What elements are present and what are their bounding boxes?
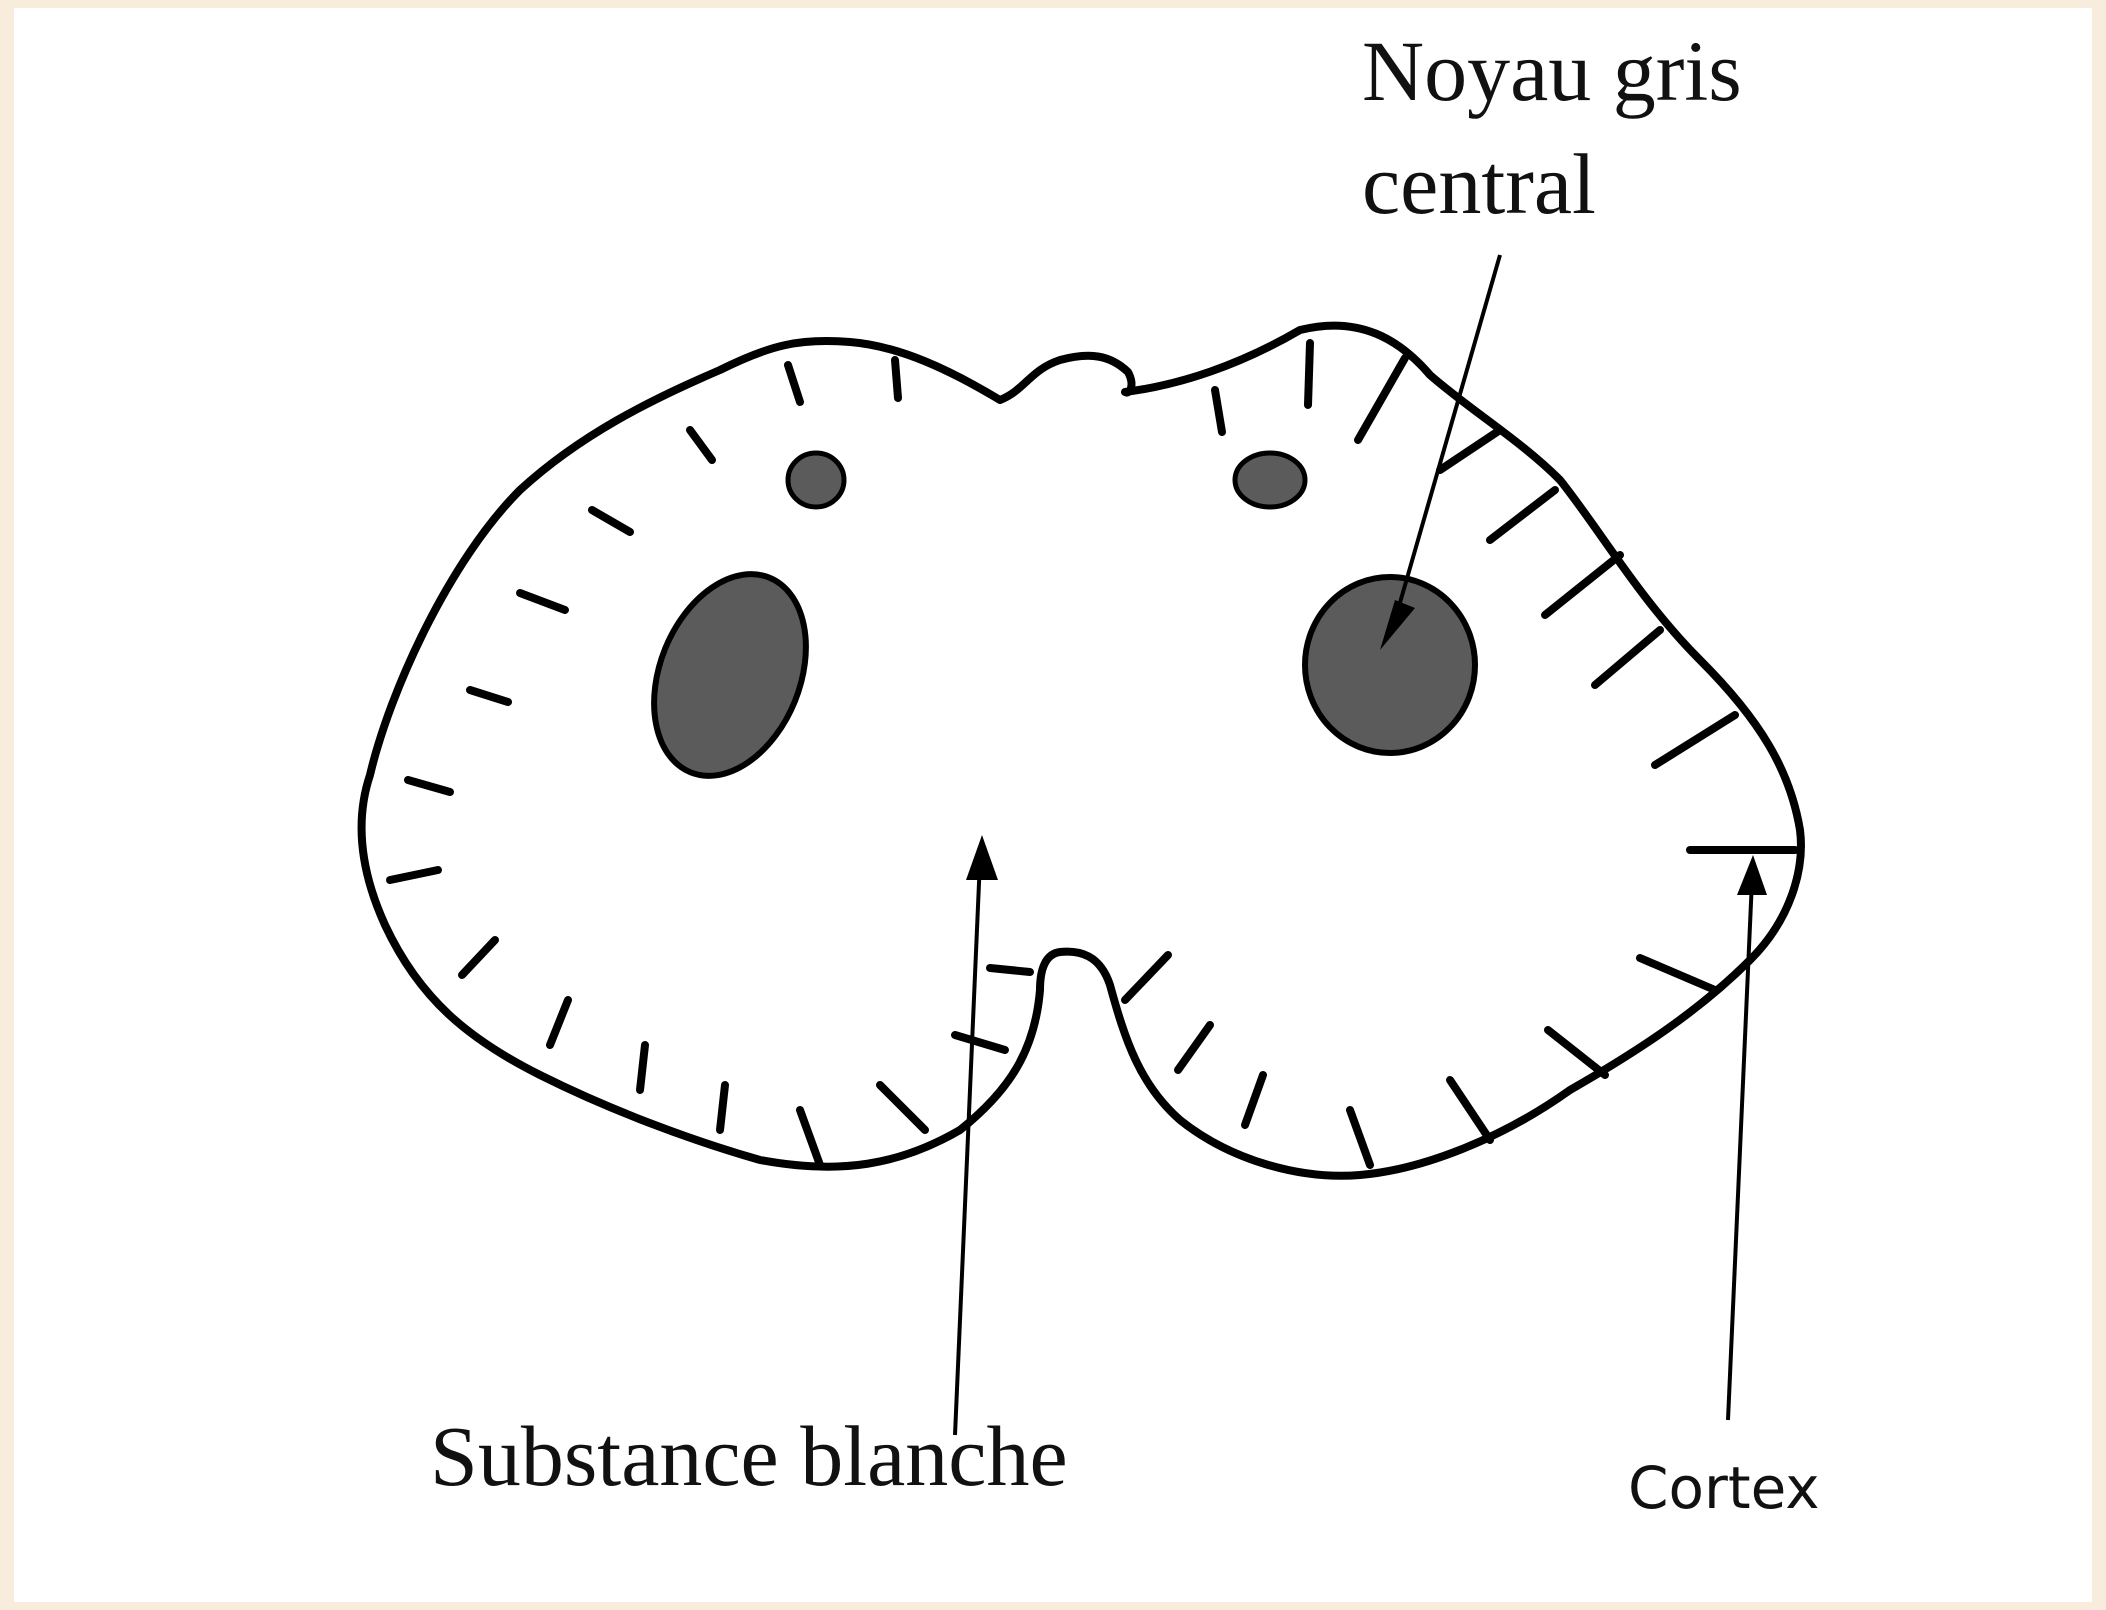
section-outline [362,326,1801,1176]
label-substance-blanche: Substance blanche [430,1408,1068,1504]
label-noyau-line1: Noyau gris [1362,23,1742,119]
label-noyau-line2: central [1362,136,1596,232]
nucleus-large-right [1305,577,1475,753]
nucleus-small-right [1235,453,1305,507]
nucleus-small-left [788,453,844,507]
label-cortex: Cortex [1628,1454,1820,1522]
